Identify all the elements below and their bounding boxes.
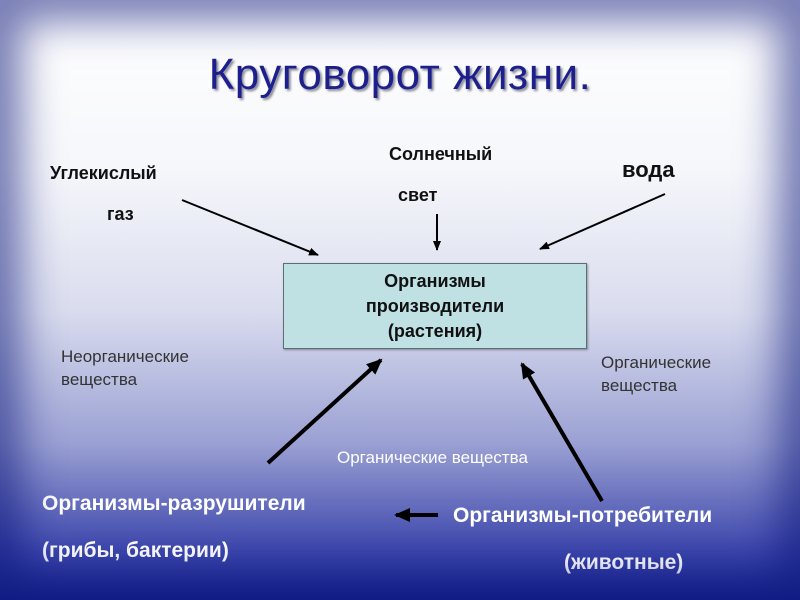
organic-substances-right-label: Органические вещества xyxy=(601,353,712,395)
consumers-label-line1: Организмы-потребители xyxy=(453,504,713,527)
organic-substances-middle-label: Органические вещества xyxy=(337,448,528,467)
co2-label-line2: газ xyxy=(107,204,134,224)
decomposers-label-line2: (грибы, бактерии) xyxy=(42,539,229,562)
arrow-water-to-producers xyxy=(539,193,666,250)
producers-box: Организмы производители (растения) xyxy=(283,263,587,349)
producers-label: Организмы производители (растения) xyxy=(365,270,505,341)
water-label: вода xyxy=(622,157,675,182)
sunlight-label-line1: Солнечный xyxy=(389,144,493,164)
sunlight-label-line2: свет xyxy=(398,185,438,205)
arrow-co2-to-producers xyxy=(181,199,319,256)
arrow-decomposers-to-producers xyxy=(266,358,383,465)
decomposers-label-line1: Организмы-разрушители xyxy=(42,492,306,515)
consumers-label-line2: (животные) xyxy=(564,551,684,574)
co2-label-line1: Углекислый xyxy=(50,163,157,183)
slide-title: Круговорот жизни. xyxy=(208,50,592,99)
arrow-consumers-to-producers xyxy=(520,362,604,503)
inorganic-substances-label: Неорганические вещества xyxy=(61,347,190,389)
